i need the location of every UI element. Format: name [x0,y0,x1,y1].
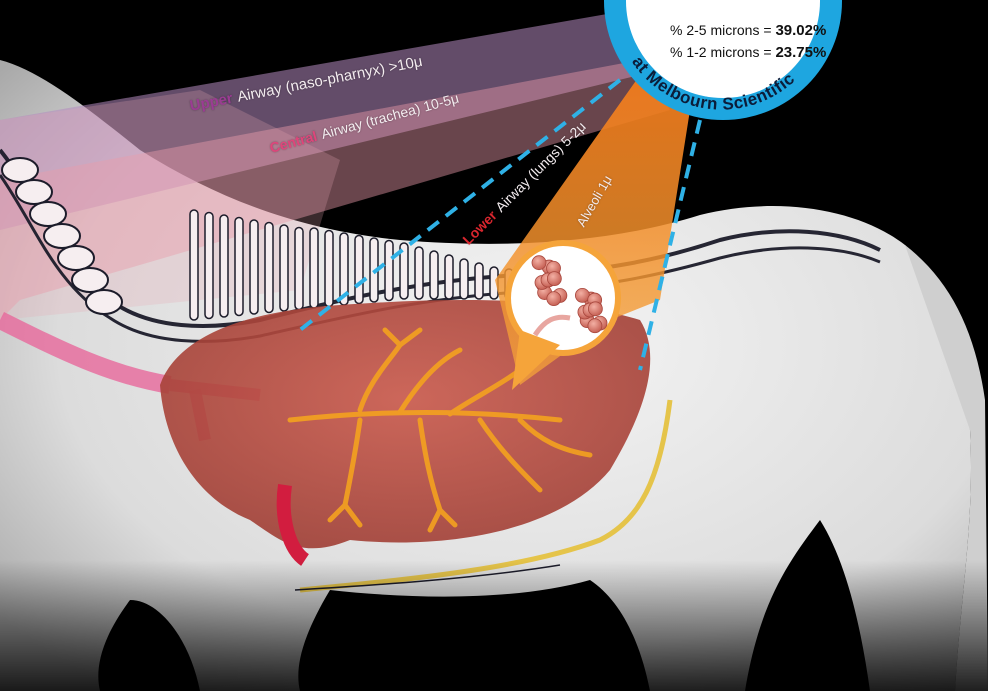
alveolus-sac [547,272,561,286]
spinous-process [265,223,273,313]
spinous-process [445,255,453,299]
alveolus-sac [532,256,546,270]
spinous-process [250,220,258,314]
spinous-process [475,263,483,299]
spinous-process [355,236,363,304]
badge-arc-textpath: at Melbourn Scientific [628,53,798,114]
spinous-process [295,228,303,310]
alveolus-sac [547,292,561,306]
cervical-vertebra [44,224,80,248]
spinous-process [310,228,318,308]
cervical-vertebra [72,268,108,292]
cervical-vertebra [58,246,94,270]
spinous-process [430,251,438,299]
spinous-process [190,210,198,320]
spinous-process [220,215,228,317]
alveolus-sac [588,302,602,316]
spinous-process [385,241,393,301]
spinous-process [235,218,243,316]
cervical-vertebra [86,290,122,314]
spinous-process [325,231,333,307]
alveolus-sac [588,319,602,333]
cervical-vertebra [30,202,66,226]
cervical-vertebra [2,158,38,182]
cervical-vertebra [16,180,52,204]
spinous-process [415,247,423,299]
spinous-process [460,259,468,299]
spinous-process [205,213,213,319]
badge-arc-text: at Melbourn Scientific [604,0,842,120]
svg-text:at Melbourn Scientific: at Melbourn Scientific [628,53,798,114]
bottom-shadow [0,560,988,691]
spinous-process [280,225,288,311]
